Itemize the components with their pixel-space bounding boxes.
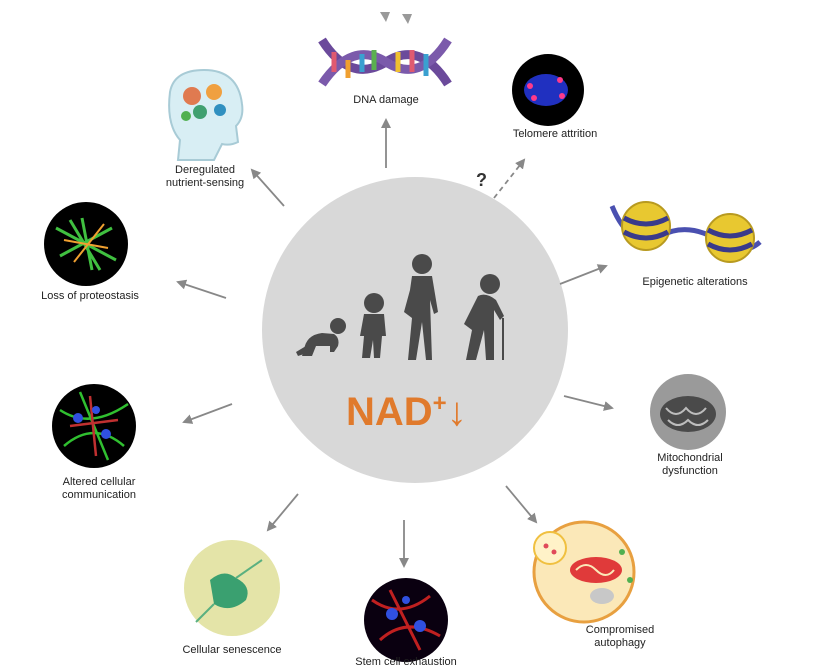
head-brain-icon xyxy=(168,68,244,161)
toddler-silhouette xyxy=(360,293,386,358)
nad-label: NAD+↓ xyxy=(346,382,467,434)
down-arrow-icon: ↓ xyxy=(446,390,467,434)
nad-superscript: + xyxy=(432,390,447,417)
arrow-telomere xyxy=(493,158,526,199)
label-epigenetic-alterations: Epigenetic alterations xyxy=(642,276,748,288)
arrow-proteostasis xyxy=(176,279,227,299)
dna-helix-icon xyxy=(318,12,452,87)
mitochondria-micrograph-icon xyxy=(650,374,726,450)
question-mark: ? xyxy=(476,170,487,190)
senescent-cell-micrograph-icon xyxy=(184,540,280,636)
label-compromised-autophagy: Compromised autophagy xyxy=(585,624,655,649)
protein-aggregate-micrograph-icon xyxy=(44,202,128,286)
telomere-micrograph-icon xyxy=(512,54,584,126)
label-deregulated-nutrient-sensing: Deregulated nutrient-sensing xyxy=(165,164,245,189)
label-stem-cell-exhaustion: Stem cell exhaustion xyxy=(355,656,457,668)
chromatin-nucleosome-icon xyxy=(609,201,762,263)
label-dna-damage: DNA damage xyxy=(353,94,419,106)
arrow-senescence xyxy=(266,493,299,532)
cell-network-micrograph-icon xyxy=(52,384,136,468)
arrow-communication xyxy=(182,403,233,424)
label-telomere-attrition: Telomere attrition xyxy=(512,128,598,140)
label-loss-of-proteostasis: Loss of proteostasis xyxy=(41,290,139,302)
human-aging-silhouettes-icon xyxy=(296,254,504,360)
label-cellular-senescence: Cellular senescence xyxy=(182,644,282,656)
elderly-silhouette xyxy=(464,274,504,360)
label-altered-cellular-communication: Altered cellular communication xyxy=(62,476,136,501)
arrows xyxy=(176,118,614,568)
arrow-nutrient xyxy=(250,168,285,207)
arrow-mitochondrial xyxy=(563,395,614,411)
arrow-autophagy xyxy=(505,485,538,524)
label-mitochondrial-dysfunction: Mitochondrial dysfunction xyxy=(657,452,723,477)
nad-text: NAD xyxy=(346,390,433,434)
autophagy-cell-icon xyxy=(532,520,636,624)
stem-cell-micrograph-icon xyxy=(364,578,448,662)
arrow-epigenetic xyxy=(559,264,608,285)
baby-silhouette xyxy=(296,318,346,356)
adult-silhouette xyxy=(404,254,438,360)
